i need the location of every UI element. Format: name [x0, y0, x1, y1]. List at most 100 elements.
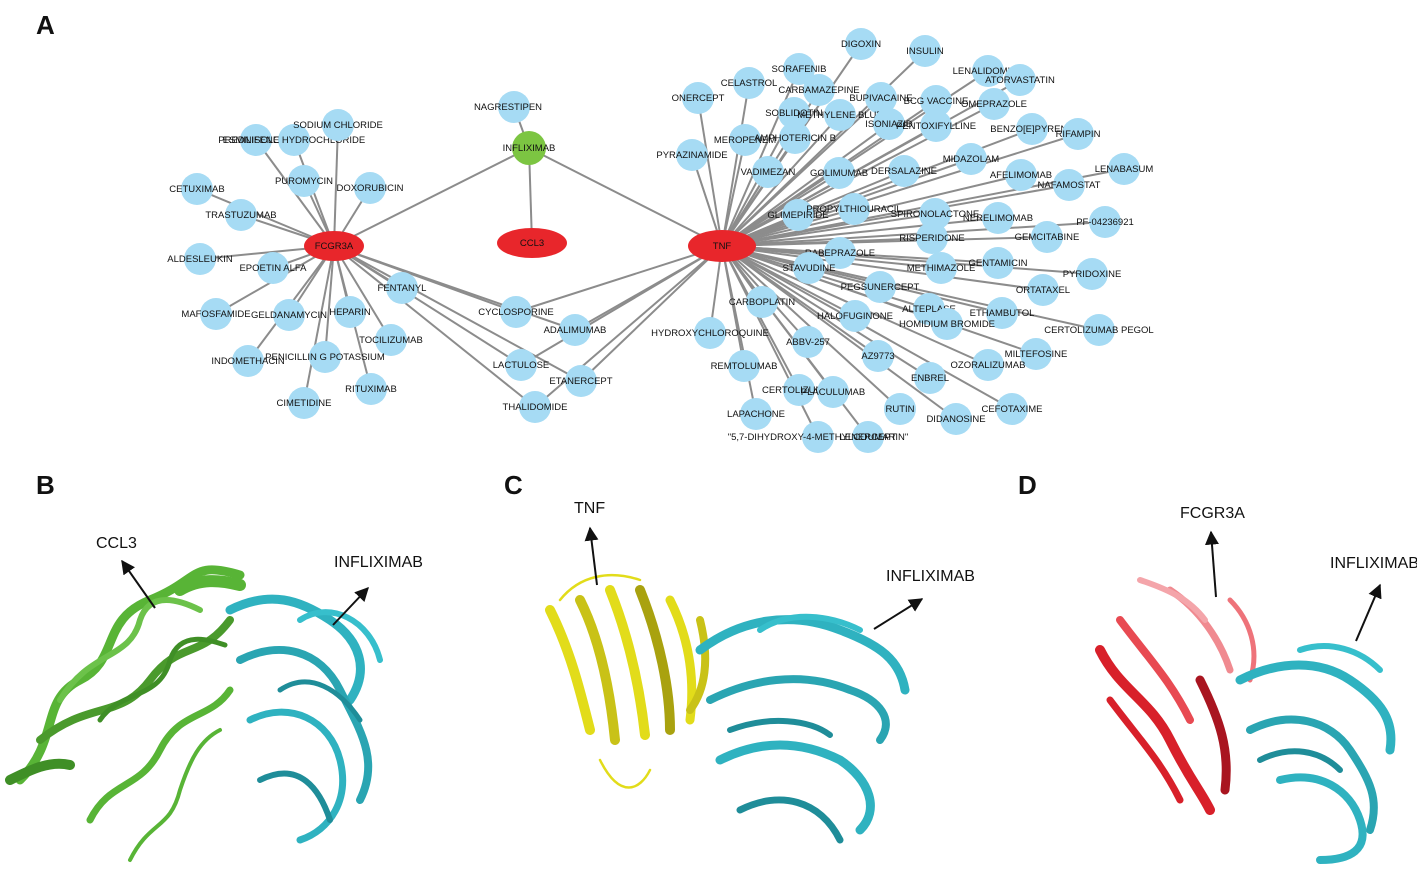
edge-tnf-onercept [697, 97, 723, 247]
drug-node-midazolam [955, 143, 987, 175]
hub-node-infliximab [512, 131, 546, 165]
drug-node-heparin [334, 296, 366, 328]
edge-fcgr3a-infliximab [333, 147, 530, 247]
edge-tnf-spironolactone [721, 213, 936, 247]
drug-node-onercept [682, 82, 714, 114]
drug-label-methylene-blue: METHYLENE BLUE [797, 110, 883, 121]
drug-node-halofuginone [839, 300, 871, 332]
drug-label-carboplatin: CARBOPLATIN [729, 297, 795, 308]
drug-node-tocilizumab [375, 324, 407, 356]
drug-label-gentamicin: GENTAMICIN [969, 258, 1028, 269]
drug-node-propylthiouracil [838, 193, 870, 225]
hub-node-tnf [688, 230, 756, 262]
fcgr3a-label: FCGR3A [1180, 505, 1245, 522]
drug-node-thalidomide [519, 391, 551, 423]
edge-tnf-gemcitabine [721, 236, 1048, 247]
drug-node-etanercept [565, 365, 597, 397]
edge-fcgr3a-adalimumab [333, 245, 576, 331]
drug-label-etanercept: ETANERCEPT [549, 376, 612, 387]
drug-node-sodium-chloride [322, 109, 354, 141]
drug-label-celastrol: CELASTROL [721, 78, 778, 89]
drug-label-gemcitabine: GEMCITABINE [1015, 232, 1080, 243]
drug-node-prednisolone [240, 124, 272, 156]
drug-node-carboplatin [746, 286, 778, 318]
drug-node-pyridoxine [1076, 258, 1108, 290]
drug-label-ozoralizumab: OZORALIZUMAB [951, 360, 1026, 371]
drug-label-dersalazine: DERSALAZINE [871, 166, 937, 177]
edge-fcgr3a-penicillin-g-potassium [324, 245, 335, 358]
drug-node-pyrazinamide [676, 139, 708, 171]
drug-node-az9773 [862, 340, 894, 372]
drug-node-ozoralizumab [972, 349, 1004, 381]
drug-node-puromycin [288, 165, 320, 197]
edge-tnf-cefotaxime [721, 245, 1013, 410]
drug-node-homidium-bromide [931, 308, 963, 340]
edge-tnf-cyclosporine [515, 245, 723, 313]
structure-panel-b: CCL3 INFLIXIMAB [5, 535, 423, 862]
hub-label-infliximab: INFLIXIMAB [503, 143, 556, 154]
hub-node-ccl3 [497, 228, 567, 258]
tnf-label: TNF [574, 500, 605, 517]
drug-label-didanosine: DIDANOSINE [926, 414, 985, 425]
drug-label-doxorubicin: DOXORUBICIN [336, 183, 403, 194]
drug-node-placulumab [817, 376, 849, 408]
drug-node-rituximab [355, 373, 387, 405]
drug-label-lenalidomide: LENALIDOMIDE [953, 66, 1024, 77]
drug-label-pyridoxine: PYRIDOXINE [1063, 269, 1122, 280]
drug-node-fentanyl [386, 272, 418, 304]
edge-fcgr3a-lactulose [333, 245, 522, 366]
ccl3-label: CCL3 [96, 535, 137, 552]
drug-label-puromycin: PUROMYCIN [275, 176, 333, 187]
hub-node-nagrestipen [498, 91, 530, 123]
drug-label-digoxin: DIGOXIN [841, 39, 881, 50]
drug-node-doxorubicin [354, 172, 386, 204]
drug-label-tocilizumab: TOCILIZUMAB [359, 335, 423, 346]
drug-node-gemcitabine [1031, 221, 1063, 253]
edge-tnf-bupivacaine [721, 97, 882, 247]
drug-node-vadimezan [752, 156, 784, 188]
drug-label-risperidone: RISPERIDONE [899, 233, 964, 244]
drug-label-bupivacaine: BUPIVACAINE [849, 93, 912, 104]
drug-label-spironolactone: SPIRONOLACTONE [891, 209, 980, 220]
drug-node-geldanamycin [273, 299, 305, 331]
drug-label-ortataxel: ORTATAXEL [1016, 285, 1070, 296]
panel-c-letter: C [504, 470, 523, 500]
ccl3-arrow [121, 559, 156, 609]
drug-label-cetuximab: CETUXIMAB [169, 184, 224, 195]
edge-fcgr3a-sodium-chloride [333, 124, 339, 247]
edge-tnf-enbrel [721, 245, 931, 379]
infliximab-ribbon-b [225, 594, 383, 844]
drug-node-carbamazepine [803, 74, 835, 106]
edge-tnf-lactulose [520, 245, 723, 366]
drug-node-rabeprazole [824, 237, 856, 269]
drug-label-pegsunercept: PEGSUNERCEPT [841, 282, 920, 293]
drug-label-alteplase: ALTEPLASE [902, 304, 956, 315]
drug-node-lenalidomide [972, 55, 1004, 87]
ccl3-ribbon [5, 565, 246, 862]
drug-label-mafosfamide: MAFOSFAMIDE [181, 309, 250, 320]
hub-label-nagrestipen: NAGRESTIPEN [474, 102, 542, 113]
drug-label-omeprazole: OMEPRAZOLE [961, 99, 1027, 110]
edge-fcgr3a-tocilizumab [333, 245, 392, 341]
edge-tnf-meropenem [721, 139, 746, 247]
drug-label-hydroxychloroquine: HYDROXYCHLOROQUINE [651, 328, 769, 339]
drug-node-enbrel [914, 362, 946, 394]
drug-node-lenabasum [1108, 153, 1140, 185]
infliximab-arrow-d [1355, 583, 1382, 642]
drug-label-geldanamycin: GELDANAMYCIN [251, 310, 327, 321]
infliximab-label-d: INFLIXIMAB [1330, 555, 1417, 572]
drug-node-remtolumab [728, 350, 760, 382]
structure-panel-c: TNF INFLIXIMAB [545, 500, 975, 844]
drug-node-rutin [884, 393, 916, 425]
drug-label-trastuzumab: TRASTUZUMAB [205, 210, 276, 221]
drug-node-methylene-blue [824, 99, 856, 131]
drug-node-golimumab [823, 157, 855, 189]
drug-label-halofuginone: HALOFUGINONE [817, 311, 893, 322]
hub-node-fcgr3a [304, 231, 364, 261]
drug-label-rituximab: RITUXIMAB [345, 384, 397, 395]
drug-label-lactulose: LACTULOSE [493, 360, 550, 371]
drug-label-onercept: ONERCEPT [672, 93, 725, 104]
drug-node-cyclosporine [500, 296, 532, 328]
drug-node-penicillin-g-potassium [309, 341, 341, 373]
drug-node-methimazole [925, 252, 957, 284]
